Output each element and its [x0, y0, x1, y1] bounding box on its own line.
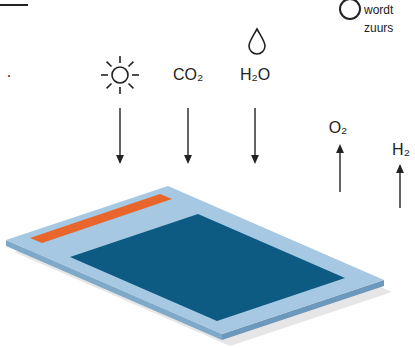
callout-circle — [340, 0, 360, 19]
sun-ray — [107, 62, 112, 67]
sun-ray — [119, 56, 121, 63]
chemical-formula: H₂O — [240, 67, 270, 83]
punctuation: . — [7, 64, 11, 80]
sun-ray — [128, 62, 133, 67]
water-drop — [249, 29, 265, 54]
sun-ray — [128, 83, 133, 88]
solar-panel — [6, 186, 392, 346]
chemical-formula: O₂ — [329, 120, 348, 136]
chemical-formula: CO₂ — [173, 67, 203, 83]
heading-rule — [0, 4, 28, 6]
note-text: wordt — [364, 4, 393, 16]
sun-ray — [119, 87, 121, 94]
note-text: zuurs — [364, 22, 393, 34]
sun-ray — [101, 74, 108, 76]
sun-icon — [101, 56, 139, 94]
sun-ray — [107, 83, 112, 88]
chemical-formula: H₂ — [392, 142, 410, 158]
absorber-area — [70, 214, 345, 321]
sun-ray — [132, 74, 139, 76]
